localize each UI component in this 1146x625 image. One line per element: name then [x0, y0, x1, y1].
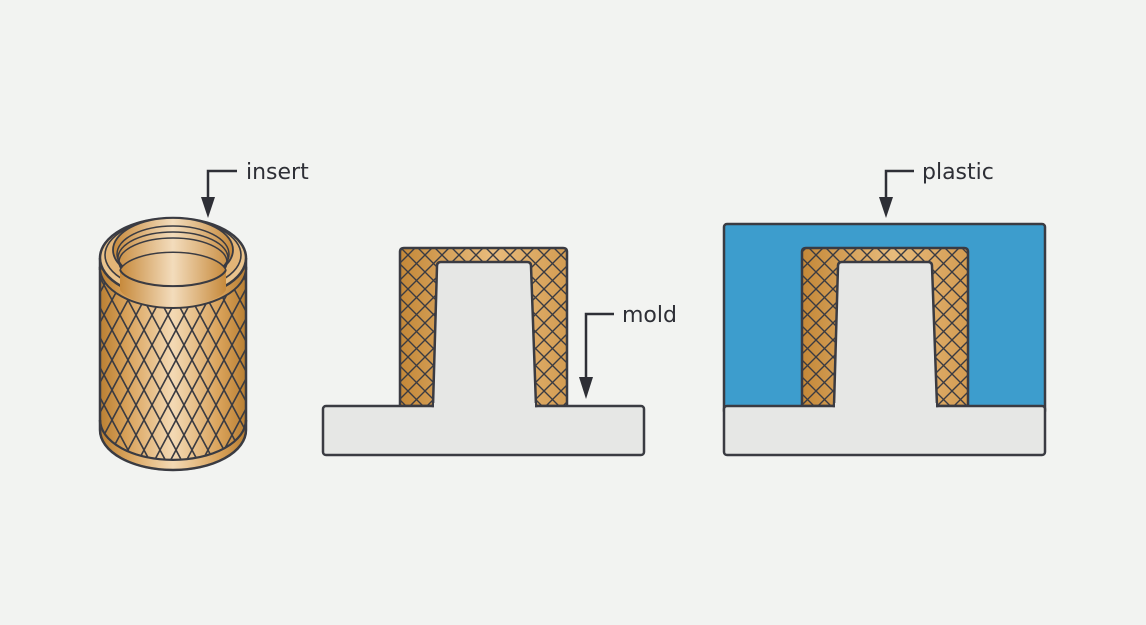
plastic-mold-core: [832, 260, 939, 408]
insert-label: insert: [246, 160, 309, 185]
mold-core: [431, 260, 538, 408]
mold-illustration: [321, 246, 646, 457]
mold-label: mold: [622, 303, 677, 328]
insert-thread: [112, 217, 234, 307]
mold-callout: mold: [579, 303, 677, 399]
plastic-callout: plastic: [879, 160, 994, 218]
insert-illustration: [98, 216, 248, 472]
mold-base: [321, 404, 646, 457]
plastic-illustration: [722, 222, 1047, 457]
plastic-mold-base: [722, 404, 1047, 457]
plastic-label: plastic: [922, 160, 994, 185]
insert-callout: insert: [201, 160, 309, 218]
